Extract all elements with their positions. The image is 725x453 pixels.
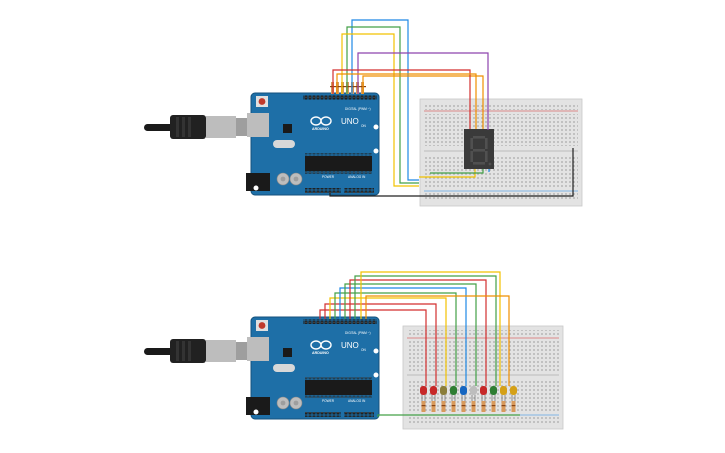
led-body [460,386,467,395]
led-body [440,386,447,395]
usb-jack [247,113,269,137]
wire[interactable] [329,148,574,197]
usb-cable-2[interactable] [144,339,252,363]
led-row [420,386,517,412]
dc-power-jack [246,397,270,415]
wire[interactable] [339,287,467,386]
dc-power-jack [246,173,270,191]
usb-jack [247,337,269,361]
analog-label: ANALOG IN [348,399,366,403]
resistor [421,401,426,412]
on-label: ON [361,124,366,128]
analog-header[interactable] [344,412,374,417]
wire[interactable] [351,19,419,181]
wire[interactable] [360,271,501,386]
wire[interactable] [329,297,447,386]
power-header[interactable] [305,412,341,417]
wire[interactable] [336,73,477,129]
model-label: UNO [341,341,359,350]
led-body [510,386,517,395]
wire[interactable] [419,169,476,178]
led[interactable] [500,386,507,412]
model-label: UNO [341,117,359,126]
usb-chip [283,124,292,133]
breadboard-1[interactable] [419,98,583,207]
power-header[interactable] [305,188,341,193]
resistor [461,401,466,412]
resistor [431,401,436,412]
arduino-logo: ARDUINO [310,340,332,355]
digital-header-label: DIGITAL (PWM ~) [345,107,371,111]
usb-plug-metal [206,116,236,138]
arduino-board-1[interactable]: ARDUINO UNO ON DIGITAL (PWM ~) POWER ANA… [246,92,380,196]
led[interactable] [510,386,517,412]
brand-label: ARDUINO [312,127,329,131]
wire[interactable] [344,283,477,386]
seven-segment-display [464,129,494,169]
brand-label: ARDUINO [312,351,329,355]
wire[interactable] [334,292,457,386]
led-body [430,386,437,395]
power-label: POWER [322,399,335,403]
breadboard-2[interactable] [402,325,564,430]
led-body [490,386,497,395]
atmega-chip [305,156,372,171]
wire[interactable] [377,414,520,417]
analog-label: ANALOG IN [348,175,366,179]
wire[interactable] [430,169,484,174]
digital-header[interactable] [303,319,377,324]
resistor [491,401,496,412]
arduino-board-2[interactable]: ARDUINO UNO ON DIGITAL (PWM ~) POWER ANA… [246,316,380,420]
digital-header-label: DIGITAL (PWM ~) [345,331,371,335]
led[interactable] [460,386,467,412]
resistor [471,401,476,412]
wire[interactable] [349,279,487,386]
led[interactable] [430,386,437,412]
atmega-chip [305,380,372,395]
led[interactable] [480,386,487,412]
circuit-2: ARDUINO UNO ON DIGITAL (PWM ~) POWER ANA… [144,271,564,430]
led-body [470,386,477,395]
led[interactable] [440,386,447,412]
usb-cable-1[interactable] [144,115,252,139]
resistor [451,401,456,412]
wire[interactable] [346,26,419,184]
led[interactable] [490,386,497,412]
usb-cable-strain-relief [144,124,174,131]
resistor-array-1 [330,82,366,94]
analog-header[interactable] [344,188,374,193]
power-label: POWER [322,175,335,179]
mounting-hole [373,148,379,154]
led[interactable] [420,386,427,412]
led[interactable] [450,386,457,412]
led-body [450,386,457,395]
arduino-logo: ARDUINO [310,116,332,131]
mounting-hole [253,185,259,191]
resistor [511,401,516,412]
crystal-oscillator [273,140,295,148]
wires-2 [319,271,520,417]
led-body [480,386,487,395]
led-body [420,386,427,395]
circuit-1: ARDUINO UNO ON DIGITAL (PWM ~) POWER ANA… [144,19,583,207]
wire[interactable] [332,69,471,129]
mounting-hole [373,124,379,130]
wires-1 [329,19,574,197]
resistor [481,401,486,412]
wire[interactable] [324,303,437,386]
digital-header[interactable] [303,95,377,100]
wire[interactable] [362,75,484,129]
wire[interactable] [341,33,419,187]
wire[interactable] [365,295,510,386]
wire[interactable] [319,309,427,386]
led-body [500,386,507,395]
led[interactable] [470,386,477,412]
resistor [441,401,446,412]
resistor [501,401,506,412]
wire[interactable] [354,275,497,386]
on-label: ON [361,348,366,352]
